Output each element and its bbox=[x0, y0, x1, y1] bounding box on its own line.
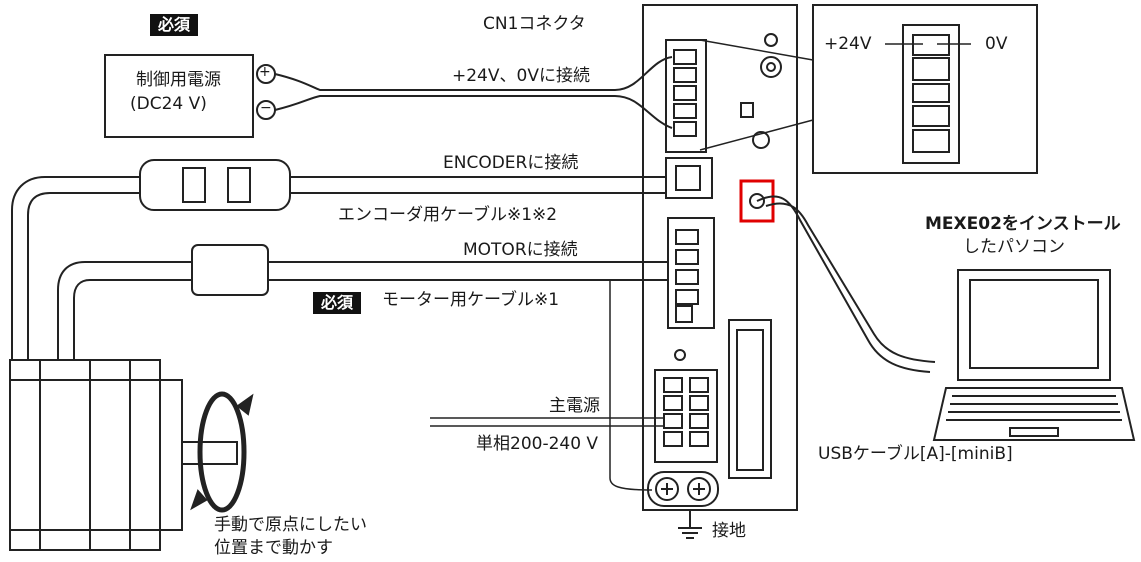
cn1-detail bbox=[699, 4, 1038, 174]
motor-connect-label: MOTORに接続 bbox=[463, 240, 578, 260]
encoder-plug bbox=[139, 159, 291, 211]
main-power-label: 主電源 bbox=[549, 396, 600, 416]
motor-cable-label: モーター用ケーブル※1 bbox=[382, 290, 560, 310]
cn1-connector-label: CN1コネクタ bbox=[483, 14, 586, 34]
encoder-connect-label: ENCODERに接続 bbox=[443, 153, 579, 173]
motor-plug bbox=[191, 244, 269, 296]
minus-terminal: − bbox=[260, 100, 272, 116]
usb-cable-label: USBケーブル[A]-[miniB] bbox=[818, 444, 1013, 464]
manual-move-label-2: 位置まで動かす bbox=[214, 538, 333, 558]
plus-terminal: + bbox=[259, 64, 271, 80]
encoder-port bbox=[665, 157, 713, 199]
motor bbox=[9, 359, 238, 551]
pin-0v-label: 0V bbox=[985, 34, 1008, 54]
ground-icon bbox=[678, 510, 702, 539]
laptop-icon bbox=[932, 269, 1136, 441]
power-supply-spec: (DC24 V) bbox=[130, 94, 207, 114]
usb-port-highlight bbox=[739, 179, 775, 223]
required-badge-power: 必須 bbox=[150, 14, 199, 36]
power-supply-box bbox=[104, 54, 254, 138]
power-supply-label: 制御用電源 bbox=[136, 70, 221, 90]
encoder-cable-label: エンコーダ用ケーブル※1※2 bbox=[338, 205, 558, 225]
cn1-connector bbox=[665, 39, 707, 153]
io-connector bbox=[728, 319, 772, 479]
main-power-terminal bbox=[654, 369, 718, 463]
required-badge-motor: 必須 bbox=[313, 292, 362, 314]
manual-move-label-1: 手動で原点にしたい bbox=[214, 515, 367, 535]
ground-label: 接地 bbox=[712, 521, 746, 541]
motor-connector bbox=[667, 217, 715, 329]
cn1-connect-label: +24V、0Vに接続 bbox=[452, 66, 590, 86]
main-power-spec-label: 単相200-240 V bbox=[476, 434, 599, 454]
rotation-arrow-icon bbox=[190, 391, 254, 513]
pin-plus24-label: +24V bbox=[824, 34, 872, 54]
pc-label-line2: したパソコン bbox=[963, 237, 1065, 257]
pc-label-line1: MEXE02をインストール bbox=[925, 214, 1121, 234]
